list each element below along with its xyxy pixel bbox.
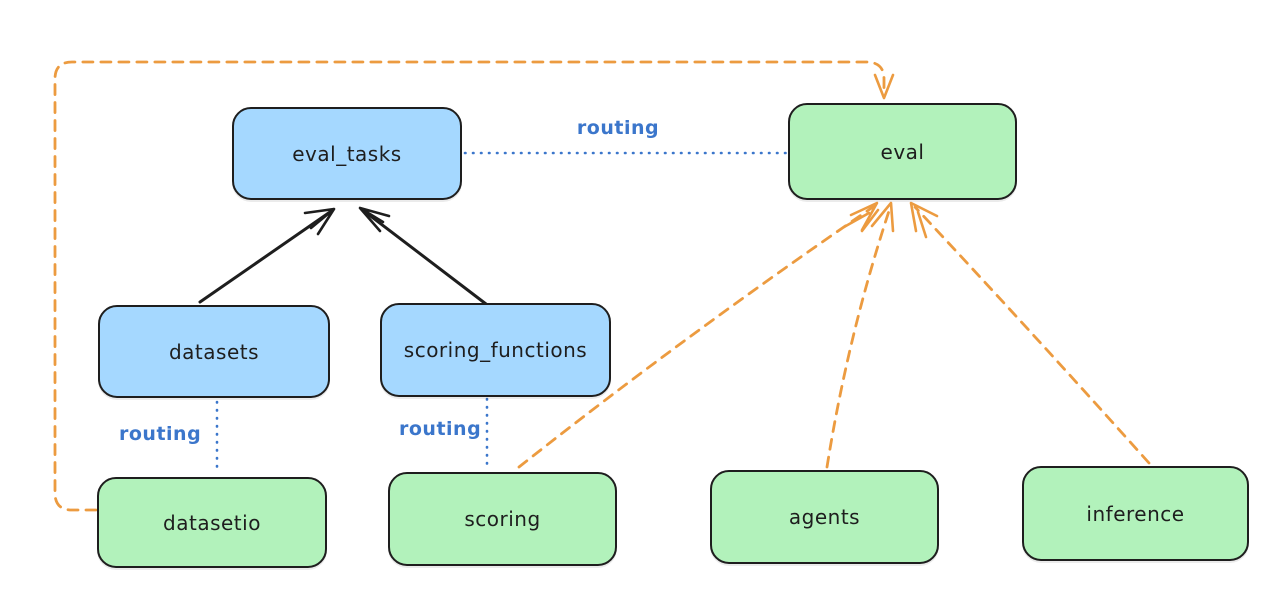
node-eval-label: eval xyxy=(880,139,925,164)
edge-scoring-functions-to-eval-tasks xyxy=(362,209,488,306)
node-datasets-label: datasets xyxy=(168,339,260,364)
node-agents: agents xyxy=(710,470,939,564)
node-eval-tasks-label: eval_tasks xyxy=(292,141,402,166)
node-scoring-functions: scoring_functions xyxy=(380,303,611,397)
edge-datasetio-to-eval xyxy=(53,60,886,512)
edge-label-routing-top: routing xyxy=(572,117,664,139)
edge-label-routing-middle: routing xyxy=(396,418,484,440)
node-scoring-functions-label: scoring_functions xyxy=(403,338,588,362)
node-datasetio-label: datasetio xyxy=(163,510,261,535)
arrowhead-scoring-to-eval xyxy=(842,201,879,232)
edge-label-routing-left: routing xyxy=(116,423,204,445)
node-datasetio: datasetio xyxy=(97,477,327,568)
node-scoring-label: scoring xyxy=(464,507,541,531)
node-inference-label: inference xyxy=(1086,501,1185,526)
node-inference: inference xyxy=(1022,466,1249,561)
arrowhead-scoring-functions-to-eval-tasks xyxy=(358,206,391,233)
node-eval-tasks: eval_tasks xyxy=(232,107,462,200)
arrowhead-datasets-to-eval-tasks xyxy=(303,207,336,236)
node-agents-label: agents xyxy=(788,505,861,529)
edge-inference-to-eval xyxy=(913,205,1151,465)
node-datasets: datasets xyxy=(98,305,330,398)
node-scoring: scoring xyxy=(388,472,617,566)
arrowhead-inference-to-eval xyxy=(909,201,939,239)
arrowhead-datasetio-to-eval xyxy=(873,73,895,100)
arrowhead-agents-to-eval xyxy=(860,201,895,233)
edge-datasets-to-eval-tasks xyxy=(198,210,332,304)
edge-scoring-to-eval xyxy=(517,205,875,469)
node-eval: eval xyxy=(788,103,1017,200)
edge-agents-to-eval xyxy=(825,206,892,469)
